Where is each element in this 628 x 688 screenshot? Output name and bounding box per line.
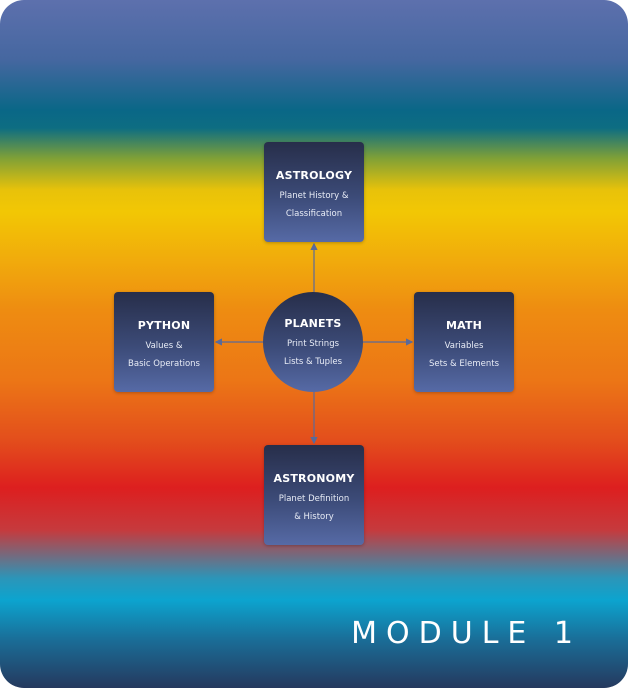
- node-title: ASTROLOGY: [275, 169, 353, 182]
- node-planets-center: PLANETS Print Strings Lists & Tuples: [263, 292, 363, 392]
- node-subtitle-line2: Classification: [285, 209, 343, 219]
- node-title: PYTHON: [137, 319, 191, 332]
- node-subtitle-line1: Variables: [444, 341, 484, 351]
- node-subtitle-line2: Basic Operations: [128, 359, 200, 369]
- module-label: MODULE 1: [351, 616, 582, 651]
- node-title: MATH: [445, 319, 483, 332]
- node-math: MATH Variables Sets & Elements: [414, 292, 514, 392]
- node-subtitle-line2: Lists & Tuples: [283, 357, 343, 367]
- node-astronomy: ASTRONOMY Planet Definition & History: [264, 445, 364, 545]
- node-subtitle-line2: & History: [294, 512, 334, 522]
- node-subtitle-line1: Values &: [145, 341, 183, 351]
- node-title: ASTRONOMY: [273, 472, 355, 485]
- node-subtitle-line1: Planet History &: [279, 191, 349, 201]
- node-title: PLANETS: [284, 317, 342, 330]
- node-python: PYTHON Values & Basic Operations: [114, 292, 214, 392]
- node-astrology: ASTROLOGY Planet History & Classificatio…: [264, 142, 364, 242]
- node-subtitle-line1: Planet Definition: [278, 494, 350, 504]
- node-subtitle-line1: Print Strings: [286, 339, 340, 349]
- node-subtitle-line2: Sets & Elements: [428, 359, 500, 369]
